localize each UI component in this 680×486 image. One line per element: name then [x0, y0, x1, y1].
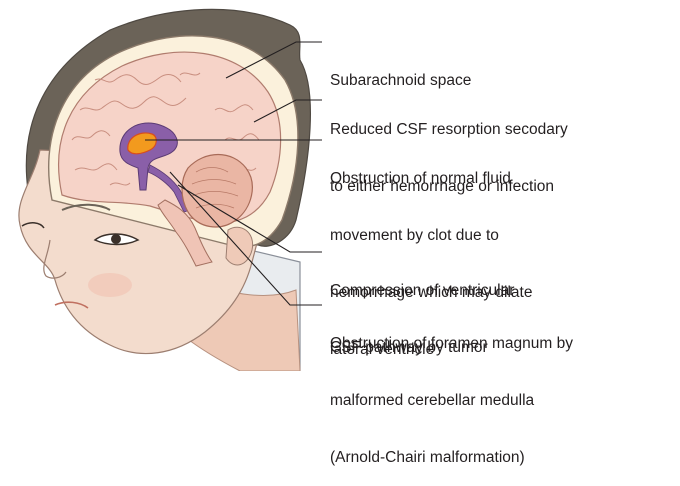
pupil — [111, 234, 121, 244]
label-line: malformed cerebellar medulla — [330, 391, 573, 410]
label-line: Obstruction of normal fluid — [330, 169, 532, 188]
label-line: Obstruction of foramen magnum by — [330, 334, 573, 353]
label-foramen-magnum: Obstruction of foramen magnum by malform… — [330, 296, 573, 486]
label-line: (Arnold-Chairi malformation) — [330, 448, 573, 467]
cheek — [88, 273, 132, 297]
